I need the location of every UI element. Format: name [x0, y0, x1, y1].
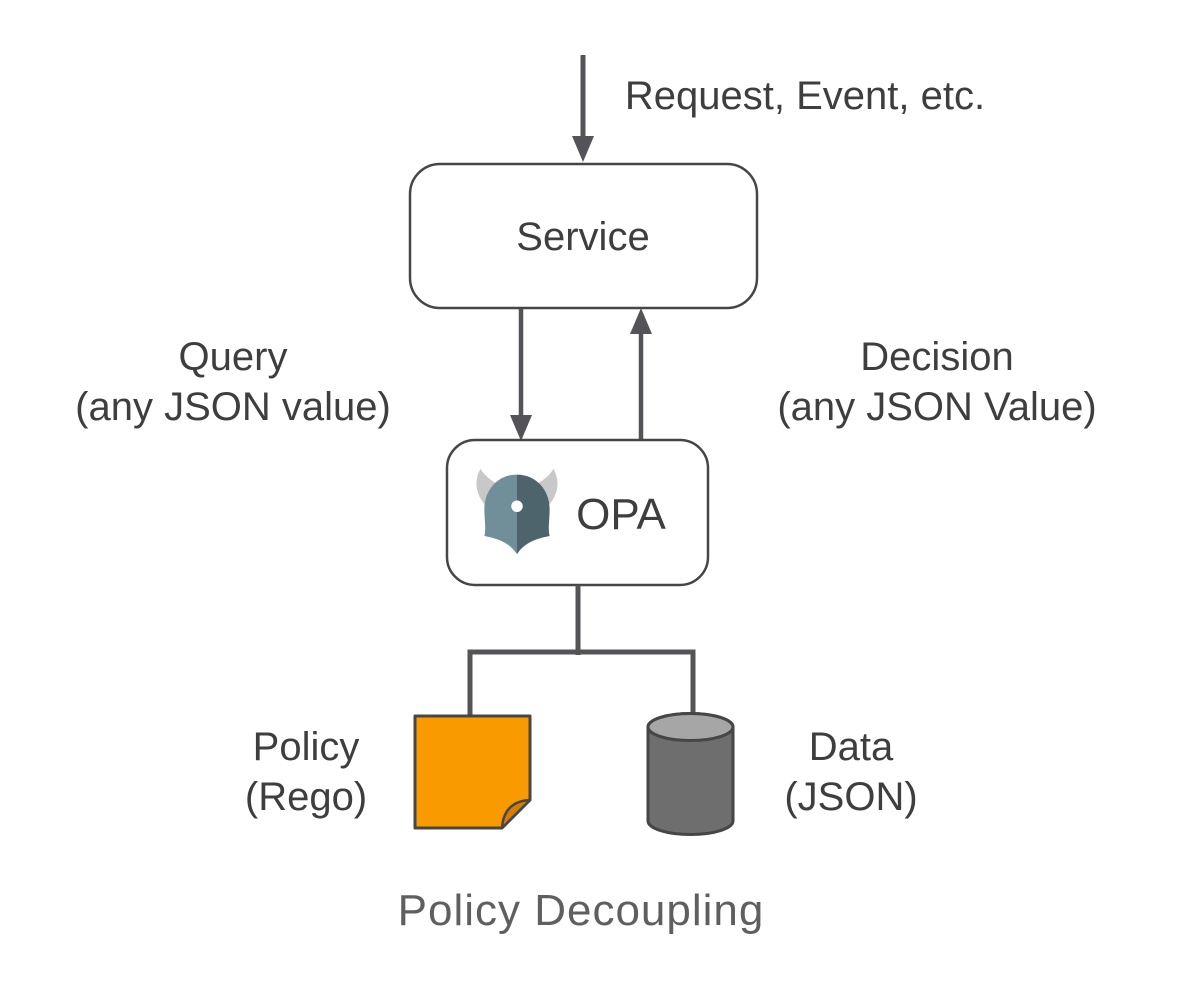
opa-helmet-left-half: [484, 474, 517, 555]
data-label: Data (JSON): [784, 722, 917, 822]
query-arrowhead-icon: [510, 415, 532, 441]
request-arrowhead-icon: [572, 136, 594, 162]
policy-document-fold: [500, 798, 532, 830]
decision-label-line1: Decision: [860, 335, 1014, 379]
query-label-line2: (any JSON value): [75, 385, 391, 429]
service-box: [408, 162, 759, 310]
decision-arrowhead-icon: [630, 308, 652, 334]
opa-helmet-logo-icon: [476, 468, 558, 555]
tree-branch-line: [467, 649, 696, 718]
diagram-caption: Policy Decoupling: [397, 886, 765, 935]
request-label: Request, Event, etc.: [624, 74, 986, 118]
data-cylinder-top: [646, 712, 735, 742]
decision-label: Decision (any JSON Value): [777, 332, 1096, 432]
opa-helmet-eye: [511, 500, 523, 513]
policy-label: Policy (Rego): [245, 722, 367, 822]
query-label: Query (any JSON value): [75, 332, 391, 432]
policy-label-line2: (Rego): [244, 775, 368, 819]
decision-label-line2: (any JSON Value): [777, 385, 1097, 429]
data-label-line2: (JSON): [784, 775, 918, 819]
data-label-line1: Data: [808, 725, 894, 769]
policy-label-line1: Policy: [252, 725, 360, 769]
opa-helmet-right-half: [517, 474, 550, 555]
query-label-line1: Query: [178, 335, 288, 379]
service-label: Service: [516, 215, 650, 259]
opa-label: OPA: [576, 490, 666, 539]
